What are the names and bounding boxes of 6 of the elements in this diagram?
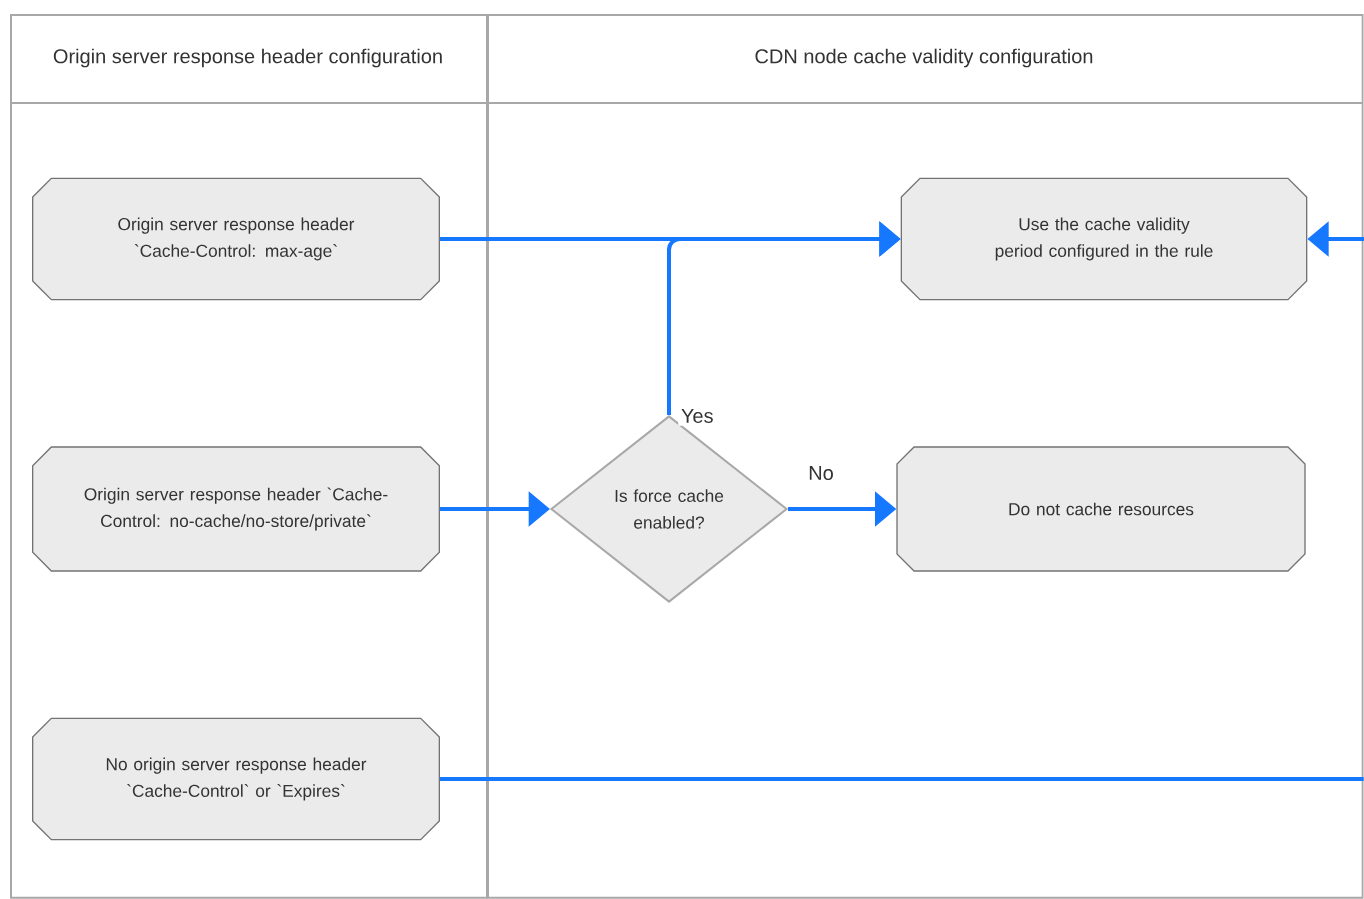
process-box: Origin server response header `Cache-Control: no-cache/no-store/private` [32, 446, 440, 572]
process-box: Use the cache validity period configured in the rule [900, 177, 1308, 301]
process-box: Do not cache resources [896, 446, 1306, 572]
process-box: Origin server response header `Cache-Control: max-age` [32, 177, 440, 301]
process-box: No origin server response header `Cache-Control` or `Expires` [32, 717, 440, 841]
edge-label: No [809, 466, 833, 481]
